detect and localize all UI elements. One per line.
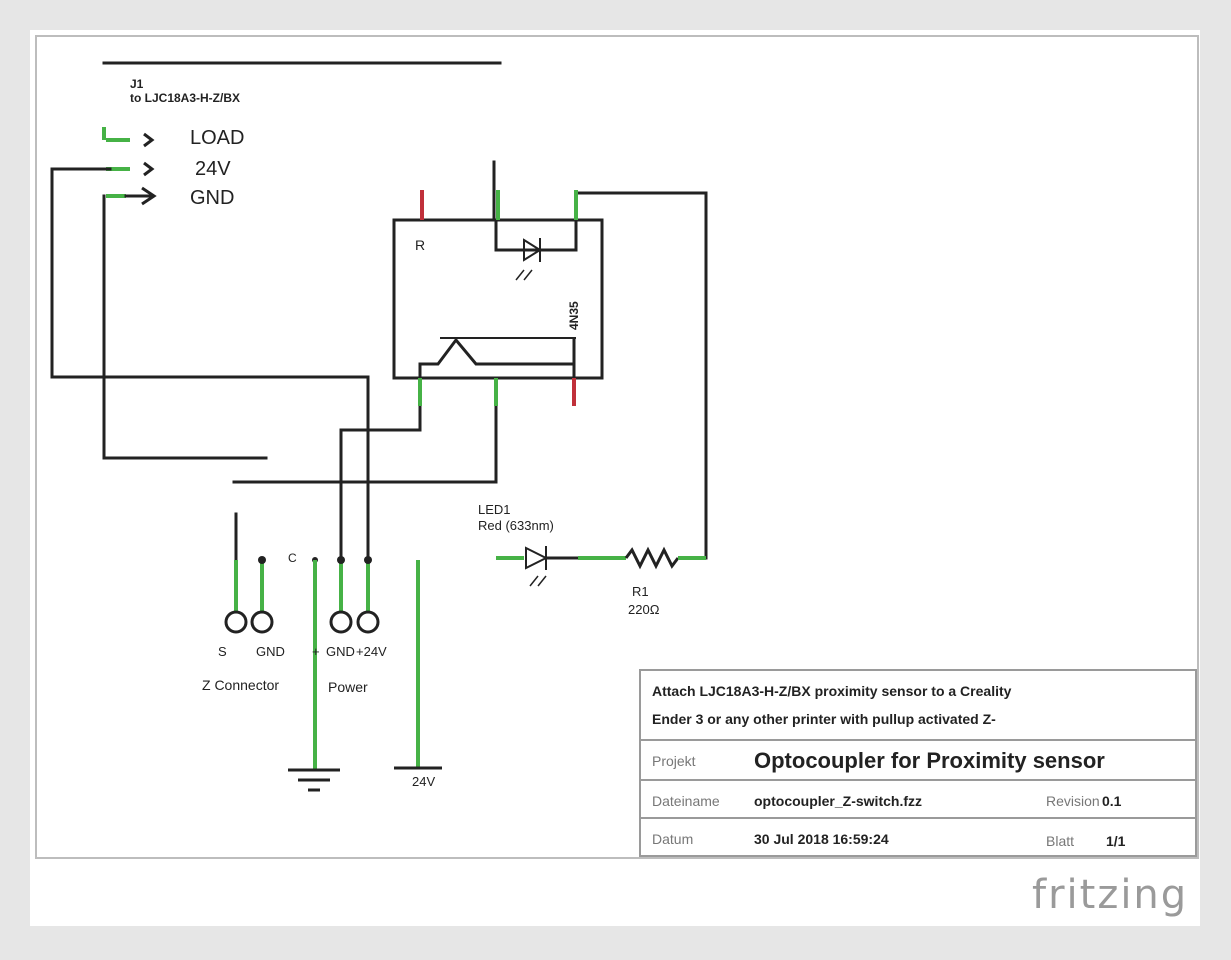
power-connector-label: Power	[328, 679, 368, 695]
resistor-r1: R1 220Ω	[600, 546, 706, 617]
schematic-sheet: J1 to LJC18A3-H-Z/BX LOAD 24V GND	[35, 35, 1199, 859]
z-connector: S GND Z Connector	[202, 556, 285, 693]
title-line-2: Ender 3 or any other printer with pullup…	[652, 711, 996, 727]
supply-label: 24V	[412, 774, 435, 789]
z-pin-gnd-label: GND	[256, 644, 285, 659]
opto-nc-mark: R	[415, 237, 425, 253]
title-line-1: Attach LJC18A3-H-Z/BX proximity sensor t…	[652, 683, 1012, 699]
z-pin-gnd-node	[258, 556, 266, 564]
title-block: Attach LJC18A3-H-Z/BX proximity sensor t…	[639, 669, 1197, 857]
j1-pin-load-arrow	[143, 132, 155, 148]
z-pin-s-label: S	[218, 644, 227, 659]
project-value: Optocoupler for Proximity sensor	[754, 748, 1105, 773]
node-c-label: C	[288, 551, 297, 565]
connector-j1: J1 to LJC18A3-H-Z/BX LOAD 24V GND	[102, 61, 502, 209]
led-value: Red (633nm)	[478, 518, 554, 533]
resistor-ref: R1	[632, 584, 649, 599]
opto-led-ray2	[523, 269, 533, 281]
date-label: Datum	[652, 831, 693, 847]
j1-pin-gnd-arrow	[141, 186, 157, 206]
bottom-connectors: S GND Z Connector C + GND +24V Power	[202, 551, 442, 792]
project-label: Projekt	[652, 753, 696, 769]
opto-led-icon	[523, 238, 542, 262]
power-pin-gnd-label: GND	[326, 644, 355, 659]
fritzing-logo: fritzing	[1032, 872, 1189, 918]
power-pin-24v-label: +24V	[356, 644, 387, 659]
power-connector: C + GND +24V Power	[288, 551, 387, 770]
z-pin-gnd-socket	[250, 610, 274, 634]
power-pin-plus-label: +	[312, 644, 320, 659]
led-icon	[525, 546, 549, 570]
j1-ref: J1	[130, 77, 144, 91]
z-pin-s-socket	[224, 610, 248, 634]
j1-pin-24v-label: 24V	[195, 158, 231, 180]
j1-pin-24v-arrow	[143, 161, 155, 177]
optocoupler-4n35: R 4N35	[392, 190, 604, 406]
supply-24v-symbol: 24V	[394, 560, 442, 789]
power-pin-gnd-socket	[329, 610, 353, 634]
wire-collector	[339, 388, 422, 562]
led1: LED1 Red (633nm)	[478, 502, 600, 587]
revision-value: 0.1	[1102, 793, 1122, 809]
resistor-value: 220Ω	[628, 602, 660, 617]
wire-24v	[50, 167, 370, 562]
j1-pin-gnd-label: GND	[190, 187, 234, 209]
wires	[50, 160, 708, 562]
wire-gnd-j1	[102, 194, 268, 460]
led-ray1	[529, 575, 539, 587]
led-ref: LED1	[478, 502, 511, 517]
schematic-canvas: J1 to LJC18A3-H-Z/BX LOAD 24V GND	[30, 30, 1200, 926]
ground-symbol	[288, 768, 340, 792]
power-pin-24v-node	[364, 556, 372, 564]
sheet-label: Blatt	[1046, 833, 1074, 849]
power-pin-gnd-node	[337, 556, 345, 564]
opto-led-wire	[494, 220, 578, 252]
wire-cathode-resistor	[574, 191, 708, 560]
title-block-frame	[639, 669, 1197, 857]
filename-label: Dateiname	[652, 793, 720, 809]
wire-emitter	[232, 388, 498, 484]
j1-pin-load-label: LOAD	[190, 127, 244, 149]
power-pin-24v-socket	[356, 610, 380, 634]
led-ray2	[537, 575, 547, 587]
opto-led-ray1	[515, 269, 525, 281]
date-value: 30 Jul 2018 16:59:24	[754, 831, 889, 847]
sheet-value: 1/1	[1106, 833, 1126, 849]
filename-value: optocoupler_Z-switch.fzz	[754, 793, 922, 809]
opto-label: 4N35	[567, 301, 581, 330]
resistor-icon	[624, 546, 680, 570]
z-connector-label: Z Connector	[202, 677, 279, 693]
j1-part: to LJC18A3-H-Z/BX	[130, 91, 240, 105]
revision-label: Revision	[1046, 793, 1100, 809]
